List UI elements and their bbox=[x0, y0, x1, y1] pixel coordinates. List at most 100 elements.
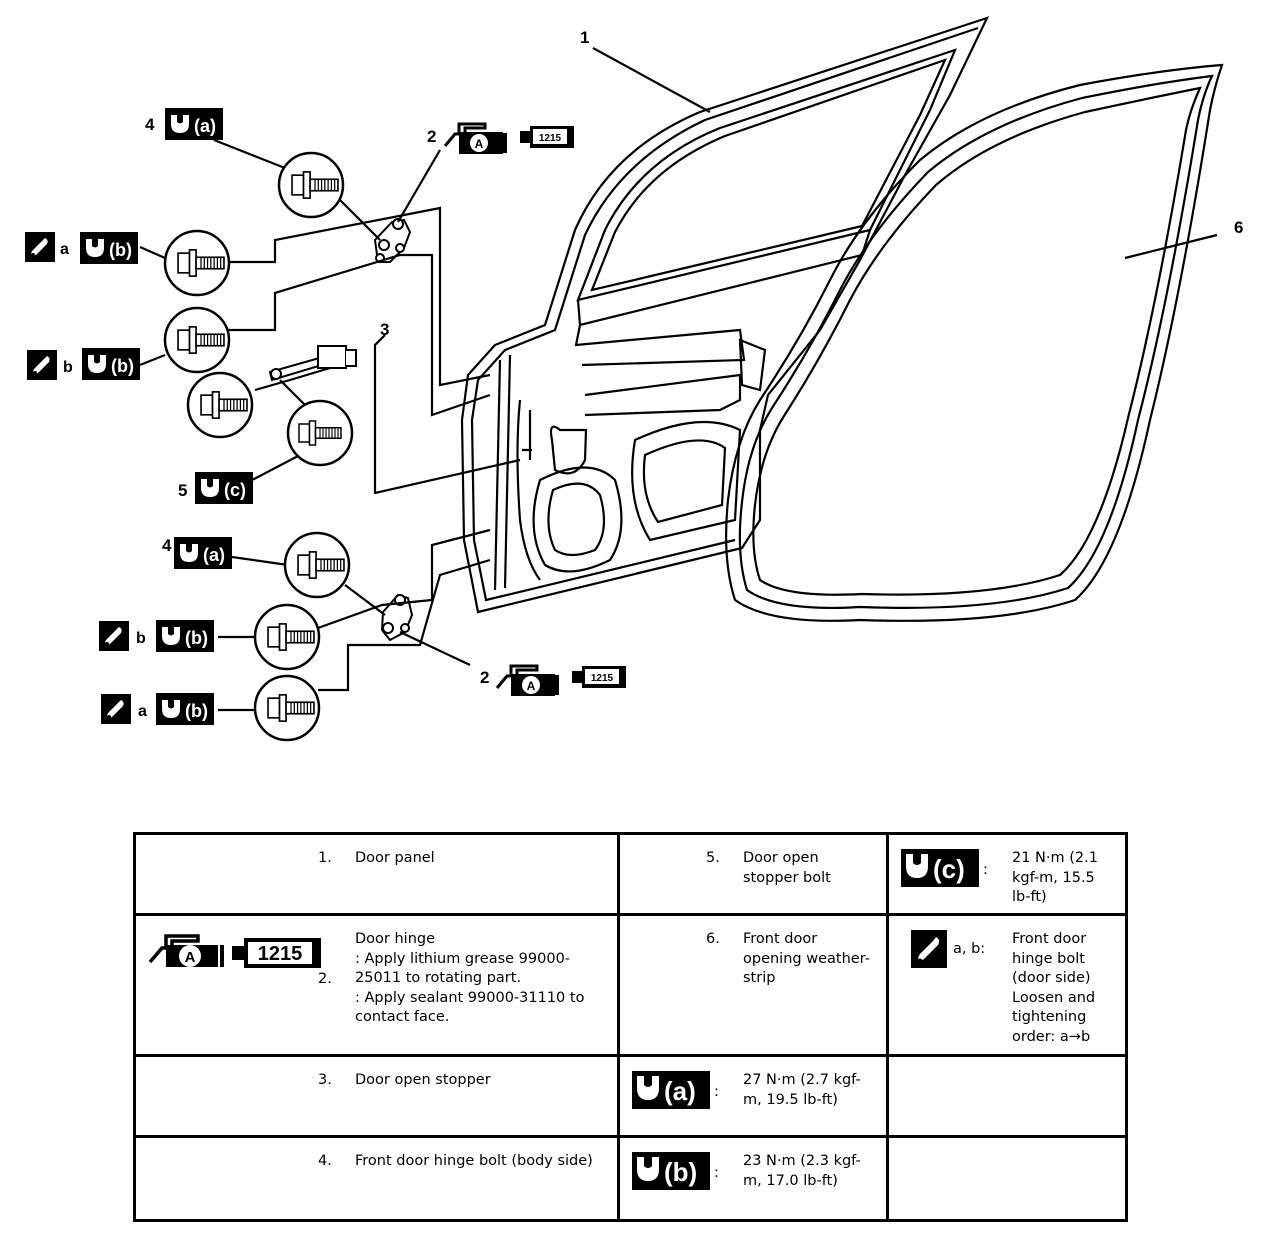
legend-cell-item-4: 4. Front door hinge bolt (body side) bbox=[133, 1135, 620, 1222]
door-assembly-diagram: 1 6 2 3 4 4 5 2 (a) (b) (b) (c) (a) (b) … bbox=[25, 16, 1243, 742]
callout-2-bottom: 2 bbox=[480, 668, 489, 687]
order-letter-b-top: b bbox=[63, 359, 73, 376]
item-number: 1. bbox=[318, 850, 332, 866]
door-panel bbox=[460, 16, 990, 614]
svg-text:A: A bbox=[527, 679, 536, 693]
svg-text:(b): (b) bbox=[109, 240, 132, 260]
item-2-sealant-note: : Apply sealant 99000-31110 to contact f… bbox=[355, 989, 585, 1026]
item-number: 2. bbox=[318, 971, 332, 988]
callout-4-top: 4 bbox=[145, 115, 155, 134]
order-letter-b-bottom: b bbox=[136, 630, 146, 647]
svg-text:1215: 1215 bbox=[591, 673, 614, 684]
weather-strip bbox=[725, 63, 1224, 622]
item-number: 6. bbox=[706, 931, 720, 948]
svg-text:(b): (b) bbox=[664, 1157, 697, 1187]
legend-cell-torque-b: (b) : 23 N·m (2.3 kgf-m, 17.0 lb-ft) bbox=[617, 1135, 889, 1222]
torque-badge-b-3: (b) bbox=[156, 620, 214, 652]
colon: : bbox=[983, 862, 988, 878]
sealant-tube-icon: 1215 bbox=[232, 938, 321, 969]
order-label: a, b: bbox=[953, 941, 986, 958]
colon: : bbox=[714, 1084, 719, 1100]
legend-cell-empty-1 bbox=[886, 1053, 1128, 1139]
legend-cell-tightening-order: a, b: Front door hinge bolt (door side) … bbox=[886, 913, 1128, 1057]
legend-table: 1. Door panel 5. Door open stopper bolt … bbox=[133, 831, 1128, 1222]
torque-badge-b-4: (b) bbox=[156, 693, 214, 725]
legend-cell-item-6: 6. Front door opening weather-strip bbox=[617, 913, 889, 1057]
bolt-detail-5 bbox=[286, 399, 354, 467]
callout-4-bottom: 4 bbox=[162, 536, 172, 555]
svg-text:(b): (b) bbox=[111, 356, 134, 376]
grease-gun-icon: A bbox=[443, 122, 507, 154]
item-text: Door open stopper bbox=[355, 1072, 491, 1088]
upper-hinge bbox=[373, 218, 412, 263]
torque-badge-a-top: (a) bbox=[165, 108, 223, 140]
bolt-detail-4-top bbox=[277, 151, 345, 219]
item-number: 4. bbox=[318, 1153, 332, 1170]
legend-cell-item-5: 5. Door open stopper bolt bbox=[617, 831, 889, 917]
torque-badge-c-legend: (c) bbox=[901, 849, 979, 887]
bolt-detail-a-top bbox=[163, 229, 231, 297]
item-number: 5. bbox=[706, 850, 720, 866]
torque-wrench-icon bbox=[637, 1076, 659, 1100]
svg-text:A: A bbox=[475, 137, 484, 151]
svg-text:A: A bbox=[185, 949, 196, 966]
tightening-order-icon bbox=[27, 350, 57, 380]
svg-text:(c): (c) bbox=[933, 854, 965, 884]
bolt-detail-stopper-body bbox=[186, 371, 254, 439]
item-2-grease-note: : Apply lithium grease 99000-25011 to ro… bbox=[355, 950, 571, 987]
grease-gun-icon: A bbox=[495, 664, 559, 696]
bolt-detail-4-bottom bbox=[283, 531, 351, 599]
item-text: Front door opening weather-strip bbox=[743, 931, 870, 987]
tightening-order-icon bbox=[25, 232, 55, 262]
door-open-stopper bbox=[268, 345, 357, 382]
lower-hinge bbox=[380, 593, 414, 642]
legend-cell-torque-a: (a) : 27 N·m (2.7 kgf-m, 19.5 lb-ft) bbox=[617, 1053, 889, 1139]
legend-cell-item-3: 3. Door open stopper bbox=[133, 1053, 620, 1139]
sealant-tube-icon: 1215 bbox=[572, 666, 626, 688]
svg-text:(a): (a) bbox=[664, 1076, 696, 1106]
order-text: Front door hinge bolt (door side) Loosen… bbox=[1012, 931, 1096, 1045]
svg-text:(b): (b) bbox=[185, 701, 208, 721]
callout-2-top: 2 bbox=[427, 127, 436, 146]
torque-badge-b-1: (b) bbox=[80, 232, 138, 264]
torque-wrench-icon bbox=[637, 1157, 659, 1182]
leader-lines bbox=[139, 47, 1218, 712]
callout-6: 6 bbox=[1234, 218, 1243, 237]
tightening-order-icon bbox=[911, 930, 947, 969]
item-text: Door panel bbox=[355, 850, 435, 866]
order-letter-a-top: a bbox=[60, 241, 69, 258]
colon: : bbox=[714, 1165, 719, 1182]
item-text: Door hinge : Apply lithium grease 99000-… bbox=[355, 930, 603, 1028]
torque-badge-b-2: (b) bbox=[82, 348, 140, 380]
legend-row-1: 1. Door panel 5. Door open stopper bolt … bbox=[133, 831, 1128, 917]
legend-row-3: 3. Door open stopper (a) : 27 N·m (2.7 k… bbox=[133, 1053, 1128, 1139]
grease-sealant-symbols-legend: A 1215 bbox=[148, 934, 321, 969]
item-text: Front door hinge bolt (body side) bbox=[355, 1153, 593, 1170]
svg-text:1215: 1215 bbox=[258, 943, 303, 965]
torque-badge-a-bottom: (a) bbox=[174, 537, 232, 569]
tightening-order-icon bbox=[99, 621, 129, 651]
bolt-detail-a-bottom bbox=[253, 674, 321, 742]
svg-text:1215: 1215 bbox=[539, 133, 562, 144]
tightening-order-icon bbox=[101, 694, 131, 724]
svg-text:(b): (b) bbox=[185, 628, 208, 648]
svg-text:(a): (a) bbox=[203, 545, 225, 565]
svg-text:(c): (c) bbox=[224, 480, 246, 500]
bolt-detail-b-bottom bbox=[253, 603, 321, 671]
torque-badge-a-legend: (a) bbox=[632, 1071, 710, 1109]
sealant-tube-icon: 1215 bbox=[520, 126, 574, 148]
legend-cell-item-2: A 1215 2. Door hinge : Apply lithium gre… bbox=[133, 913, 620, 1057]
callout-3: 3 bbox=[380, 320, 389, 339]
torque-badge-c: (c) bbox=[195, 472, 253, 504]
callout-5: 5 bbox=[178, 481, 187, 500]
item-text: Door open stopper bolt bbox=[743, 850, 831, 886]
item-number: 3. bbox=[318, 1072, 332, 1088]
legend-cell-empty-2 bbox=[886, 1135, 1128, 1222]
order-letter-a-bottom: a bbox=[138, 703, 147, 720]
legend-cell-item-1: 1. Door panel bbox=[133, 831, 620, 917]
callout-1: 1 bbox=[580, 28, 589, 47]
torque-value: 21 N·m (2.1 kgf-m, 15.5 lb-ft) bbox=[1012, 850, 1098, 905]
legend-cell-torque-c: (c) : 21 N·m (2.1 kgf-m, 15.5 lb-ft) bbox=[886, 831, 1128, 917]
torque-value: 23 N·m (2.3 kgf-m, 17.0 lb-ft) bbox=[743, 1153, 861, 1189]
bolt-detail-b-top bbox=[163, 306, 231, 374]
